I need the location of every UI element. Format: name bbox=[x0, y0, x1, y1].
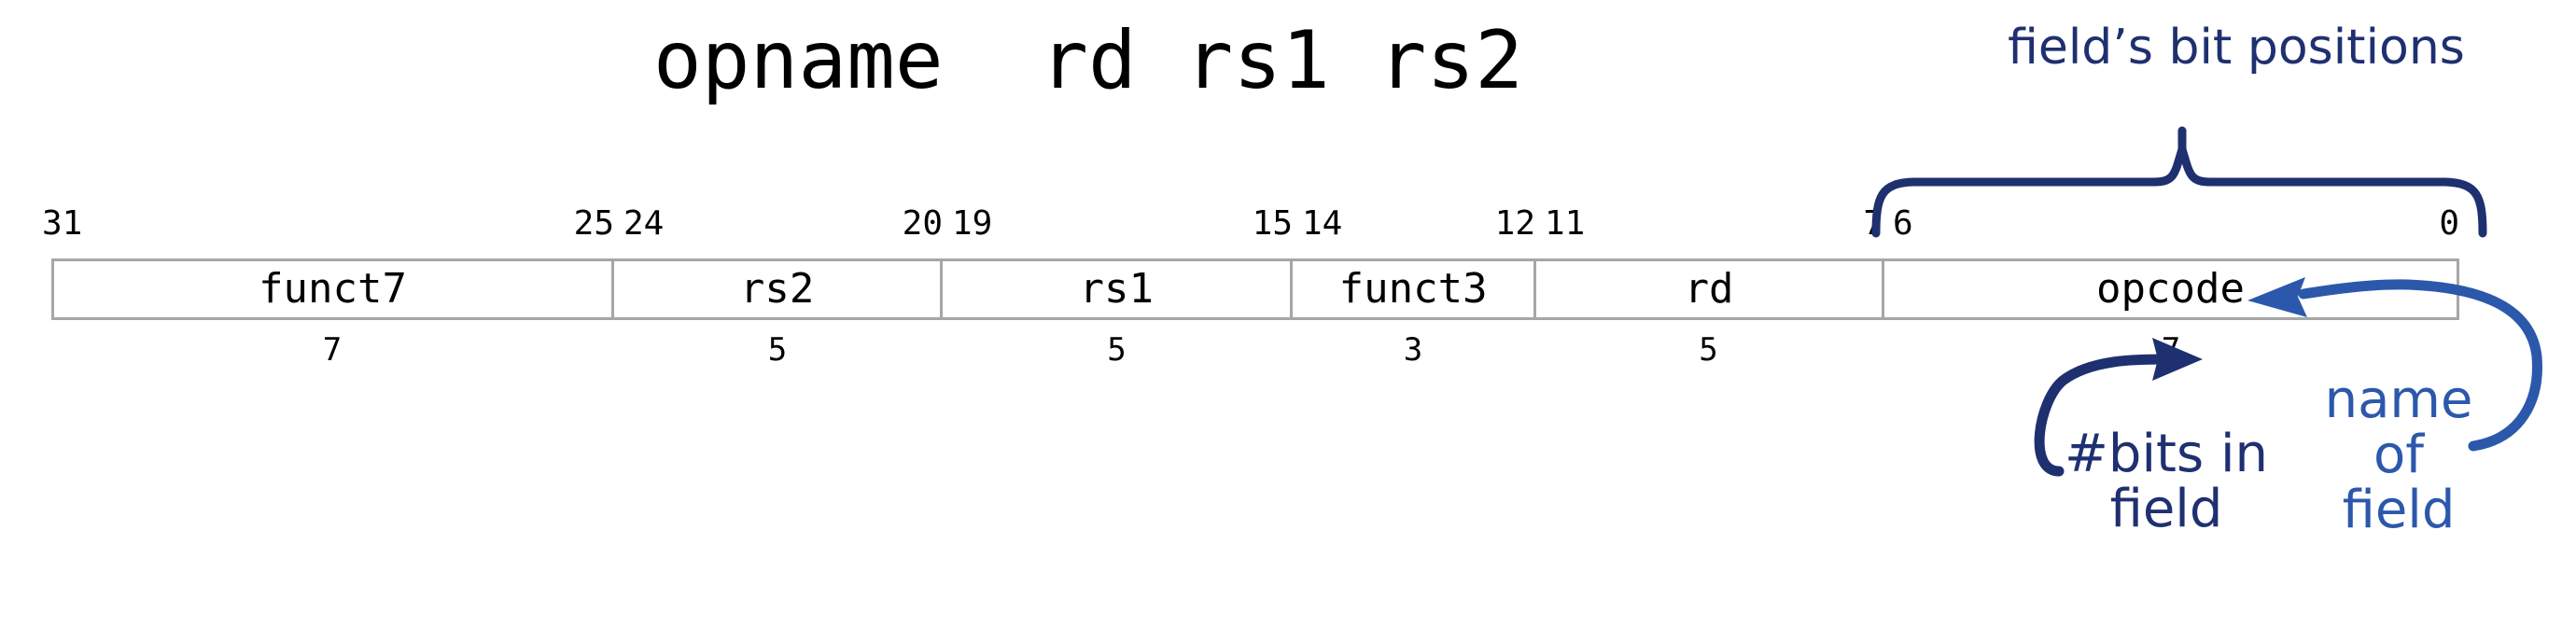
bit-position-label: 24 bbox=[623, 204, 665, 243]
bit-position-label: 7 bbox=[1863, 204, 1883, 243]
bit-position-label: 11 bbox=[1545, 204, 1586, 243]
bit-position-label: 12 bbox=[1494, 204, 1535, 243]
bit-position-label: 6 bbox=[1893, 204, 1913, 243]
bit-position-label: 19 bbox=[952, 204, 993, 243]
annotation-bit-positions: field’s bit positions bbox=[2008, 20, 2465, 76]
instruction-field-funct7: funct7 bbox=[54, 261, 615, 317]
field-width-rs2: 5 bbox=[767, 331, 788, 369]
instruction-field-funct3: funct3 bbox=[1293, 261, 1537, 317]
bit-position-label: 15 bbox=[1252, 204, 1293, 243]
instruction-field-rs1: rs1 bbox=[943, 261, 1294, 317]
field-width-opcode: 7 bbox=[2161, 331, 2181, 369]
bit-position-label: 25 bbox=[573, 204, 614, 243]
field-width-funct3: 3 bbox=[1403, 331, 1423, 369]
instruction-field-rd: rd bbox=[1536, 261, 1885, 317]
field-width-funct7: 7 bbox=[322, 331, 343, 369]
instruction-field-rs2: rs2 bbox=[614, 261, 944, 317]
field-width-rd: 5 bbox=[1699, 331, 1718, 369]
bit-position-label: 14 bbox=[1302, 204, 1343, 243]
field-width-rs1: 5 bbox=[1107, 331, 1127, 369]
bit-position-label: 31 bbox=[42, 204, 83, 243]
assembly-syntax-title: opname rd rs1 rs2 bbox=[653, 14, 1523, 107]
bit-position-label: 20 bbox=[902, 204, 943, 243]
instruction-field-opcode: opcode bbox=[2096, 265, 2245, 313]
bit-position-label: 0 bbox=[2439, 204, 2459, 243]
